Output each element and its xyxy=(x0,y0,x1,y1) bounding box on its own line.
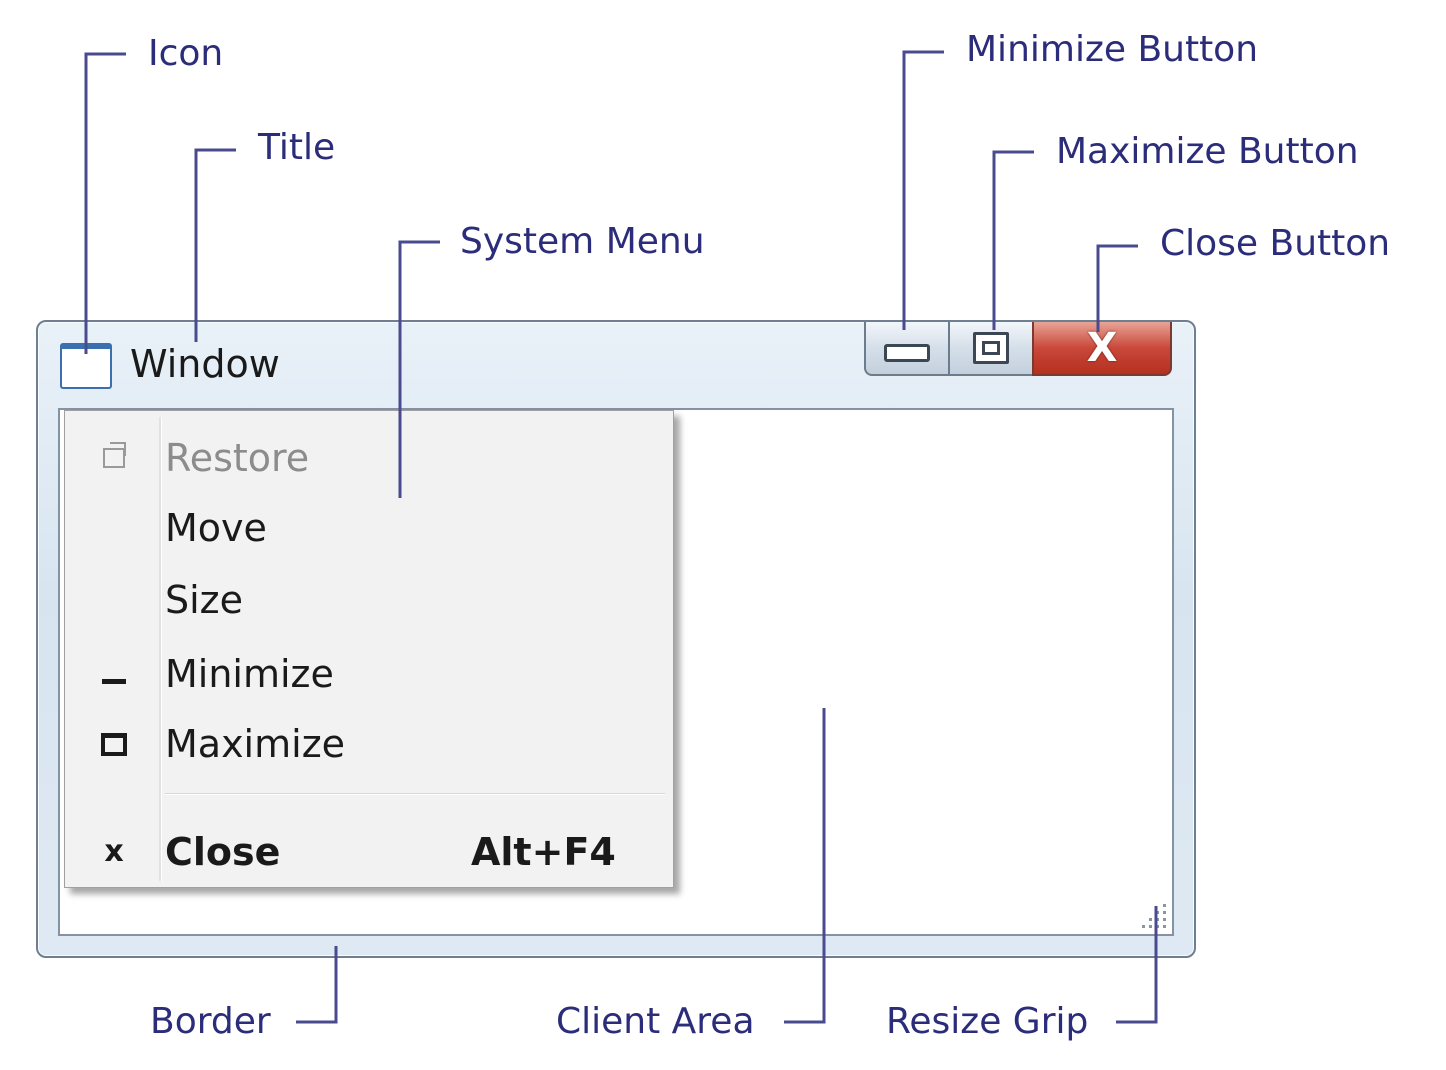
leader-minimize-button xyxy=(902,50,944,330)
menu-item-move[interactable]: Move xyxy=(65,497,673,557)
maximize-icon xyxy=(973,332,1009,364)
menu-item-minimize[interactable]: Minimize xyxy=(65,643,673,703)
menu-item-shortcut: Alt+F4 xyxy=(471,830,616,874)
minimize-button[interactable] xyxy=(864,322,950,376)
menu-item-label: Size xyxy=(165,578,244,622)
window-title: Window xyxy=(130,342,280,386)
leader-icon xyxy=(84,52,126,354)
menu-icon-gutter xyxy=(159,417,162,881)
menu-item-close[interactable]: x Close Alt+F4 xyxy=(65,821,673,881)
menu-item-size[interactable]: Size xyxy=(65,569,673,629)
callout-resize-grip: Resize Grip xyxy=(886,1001,1089,1042)
menu-item-label: Close xyxy=(165,830,281,874)
restore-icon xyxy=(99,442,129,473)
callout-title: Title xyxy=(258,127,336,168)
leader-border xyxy=(296,946,338,1024)
leader-resize-grip xyxy=(1116,906,1158,1024)
callout-system-menu: System Menu xyxy=(460,221,705,262)
menu-item-label: Move xyxy=(165,506,267,550)
callout-maximize-button: Maximize Button xyxy=(1056,131,1359,172)
callout-close-button: Close Button xyxy=(1160,223,1391,264)
leader-client-area xyxy=(784,708,826,1024)
callout-minimize-button: Minimize Button xyxy=(966,29,1259,70)
system-menu: Restore Move Size Minimize Maximize x Cl… xyxy=(64,410,674,888)
minimize-icon xyxy=(884,344,930,362)
menu-item-label: Maximize xyxy=(165,722,346,766)
menu-item-label: Minimize xyxy=(165,652,334,696)
close-button[interactable]: X xyxy=(1032,322,1172,376)
leader-close-button xyxy=(1096,244,1138,332)
close-icon: x xyxy=(104,834,124,869)
leader-title xyxy=(194,148,236,342)
callout-icon: Icon xyxy=(148,33,224,74)
callout-border: Border xyxy=(150,1001,271,1042)
minimize-icon xyxy=(99,659,129,689)
menu-item-restore[interactable]: Restore xyxy=(65,427,673,487)
close-icon: X xyxy=(1086,325,1118,371)
callout-client-area: Client Area xyxy=(556,1001,755,1042)
menu-item-label: Restore xyxy=(165,436,310,480)
leader-maximize-button xyxy=(992,150,1034,330)
leader-system-menu xyxy=(398,240,440,498)
menu-separator xyxy=(165,793,665,795)
maximize-icon xyxy=(99,729,129,759)
menu-item-maximize[interactable]: Maximize xyxy=(65,713,673,773)
